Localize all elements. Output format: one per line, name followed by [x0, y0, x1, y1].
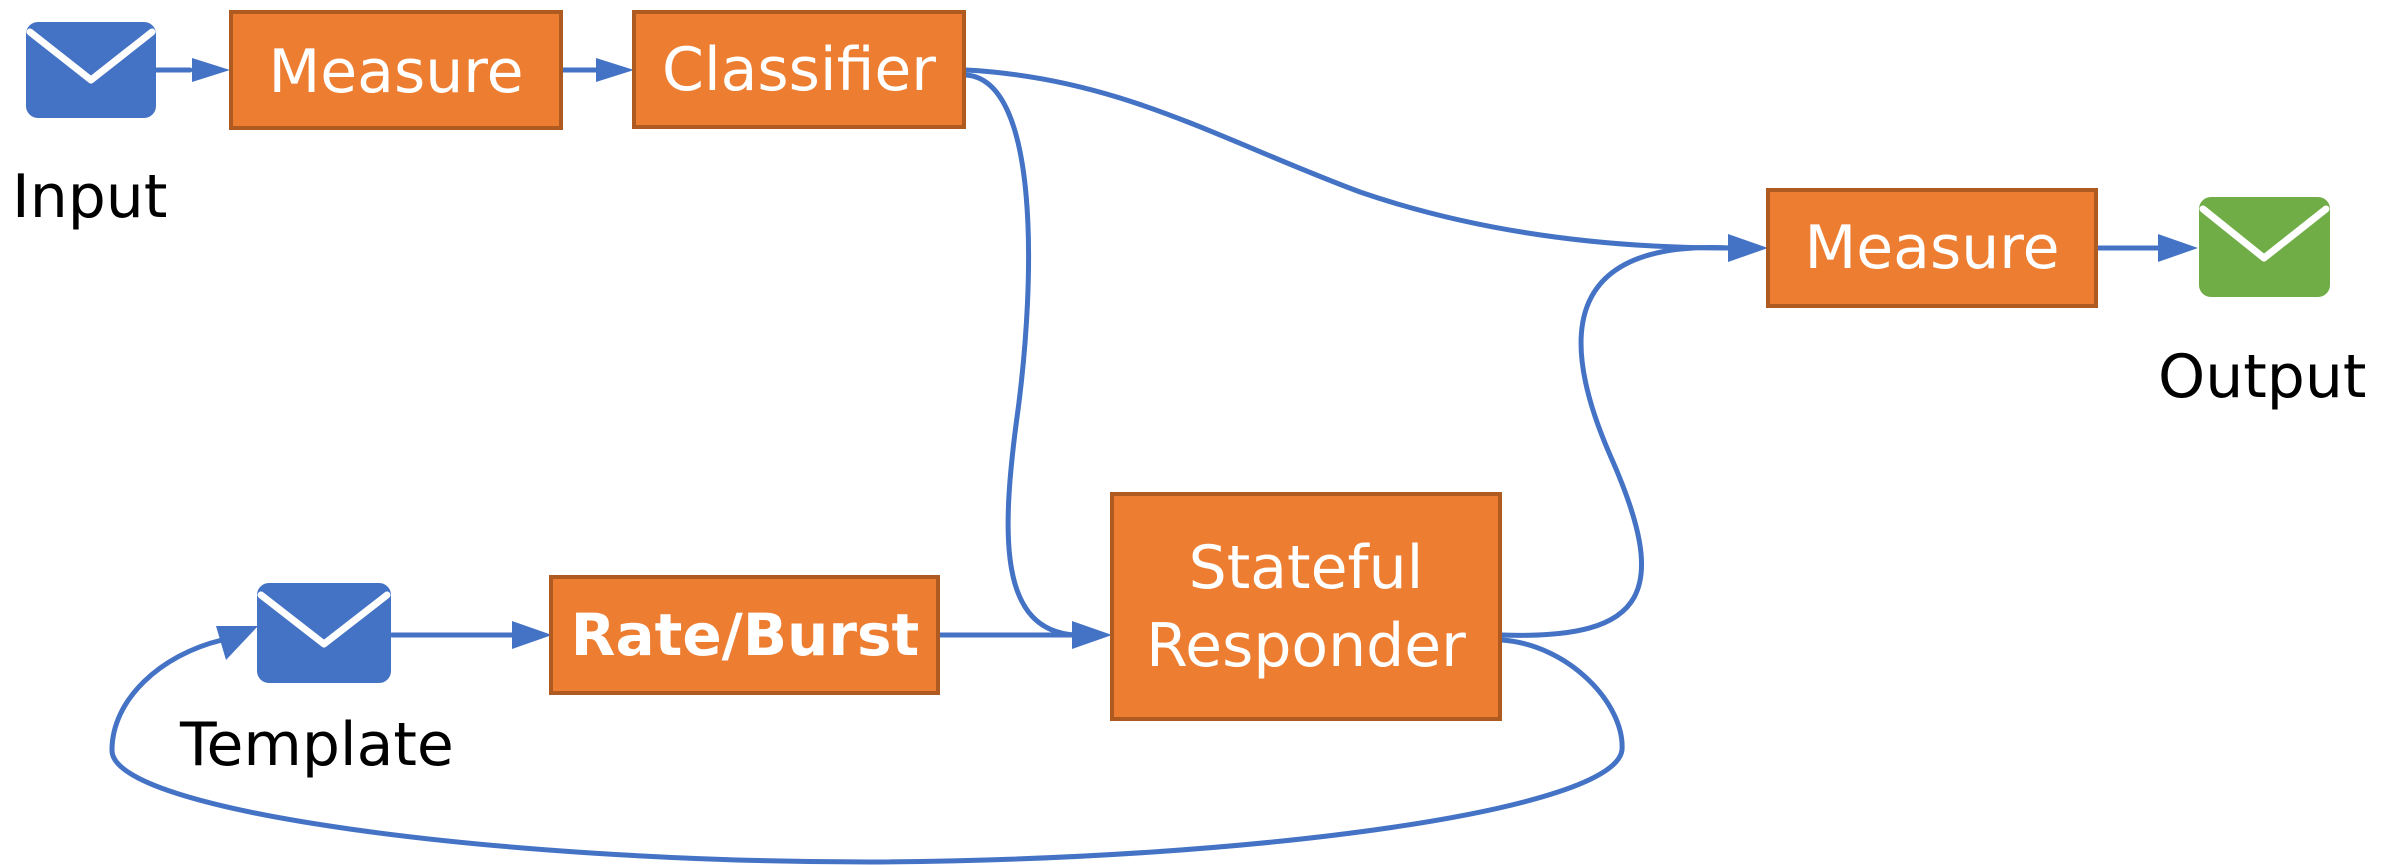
stateful-responder-box: Stateful Responder	[1110, 492, 1502, 721]
stateful-responder-box-label-line2: Responder	[1146, 611, 1466, 681]
measure-box-1-label: Measure	[269, 37, 524, 107]
arrow-classifier-to-measure-2	[1728, 234, 1768, 262]
classifier-box: Classifier	[632, 10, 966, 129]
edge-responder-to-template	[109, 637, 1625, 865]
arrow-measure-2-to-output	[2158, 234, 2198, 262]
output-node: Output	[2158, 197, 2366, 412]
arrow-template-to-rate-burst	[512, 621, 552, 649]
edge-classifier-to-measure-2	[963, 67, 1733, 251]
input-label: Input	[12, 162, 167, 232]
edges	[109, 58, 2198, 865]
edge-responder-to-measure-2	[1499, 245, 1733, 638]
stateful-responder-box-label-line1: Stateful	[1189, 533, 1424, 603]
measure-box-2: Measure	[1766, 188, 2098, 308]
envelope-icon	[257, 583, 391, 683]
output-label: Output	[2158, 342, 2366, 412]
arrow-measure-to-classifier	[596, 58, 634, 82]
envelope-icon	[2199, 197, 2330, 297]
edge-classifier-to-responder	[963, 72, 1078, 638]
input-node: Input	[12, 22, 167, 232]
rate-burst-box-label: Rate/Burst	[571, 601, 919, 669]
measure-box-2-label: Measure	[1805, 213, 2060, 283]
arrow-input-to-measure	[192, 58, 230, 82]
arrow-responder-to-template	[216, 626, 258, 660]
envelope-icon	[26, 22, 156, 118]
arrow-classifier-to-responder	[1072, 621, 1112, 649]
template-node: Template	[179, 583, 454, 780]
rate-burst-box: Rate/Burst	[549, 575, 940, 695]
classifier-box-label: Classifier	[662, 35, 936, 105]
measure-box-1: Measure	[229, 10, 563, 130]
template-label: Template	[179, 710, 454, 780]
